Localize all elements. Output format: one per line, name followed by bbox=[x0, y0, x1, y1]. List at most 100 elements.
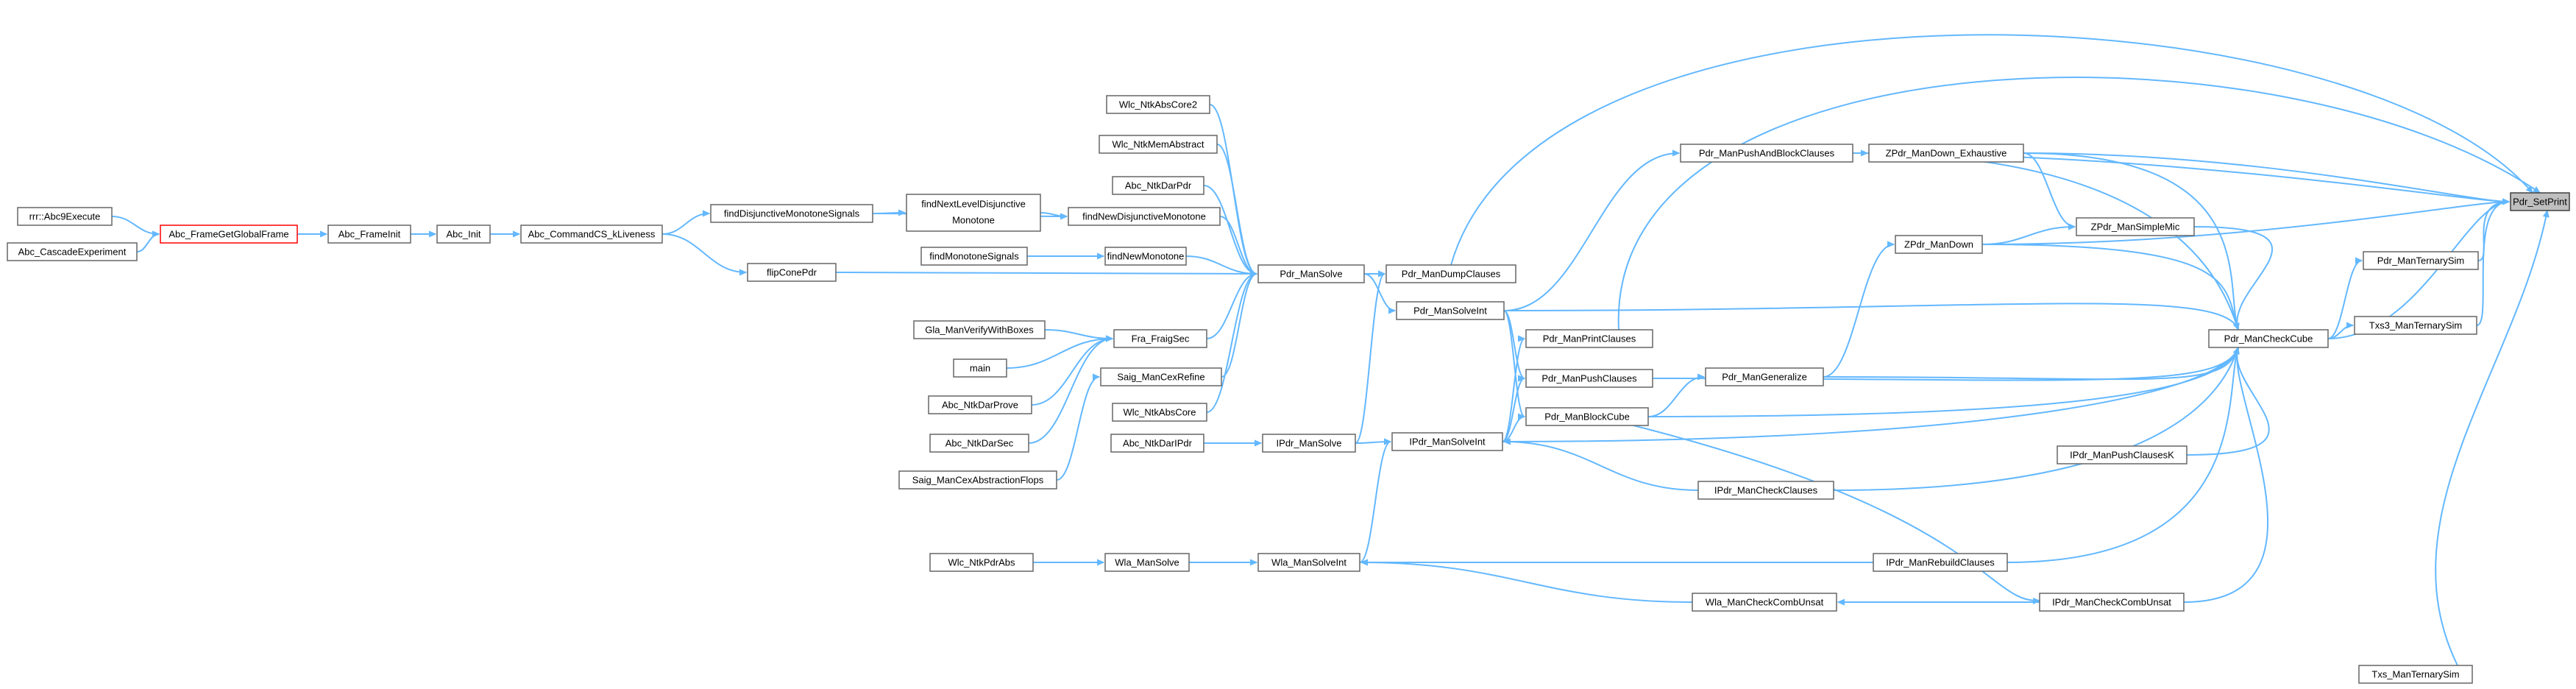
node-box bbox=[1262, 434, 1356, 453]
node-label: Abc_Init bbox=[447, 228, 481, 239]
node-label: Pdr_ManSolve bbox=[1280, 268, 1342, 279]
node-pushblock[interactable]: Pdr_ManPushAndBlockClauses bbox=[1680, 144, 1853, 163]
node-cascade[interactable]: Abc_CascadeExperiment bbox=[7, 242, 138, 261]
node-fraig[interactable]: Fra_FraigSec bbox=[1113, 329, 1207, 348]
edge-blockcube-checkcube bbox=[1647, 347, 2238, 417]
node-wla-int[interactable]: Wla_ManSolveInt bbox=[1257, 553, 1360, 572]
node-ipdr-solveint[interactable]: IPdr_ManSolveInt bbox=[1391, 432, 1503, 451]
node-blockcube[interactable]: Pdr_ManBlockCube bbox=[1525, 407, 1649, 426]
node-box bbox=[929, 553, 1034, 572]
node-label: Fra_FraigSec bbox=[1132, 333, 1190, 344]
node-box bbox=[7, 242, 138, 261]
node-main[interactable]: main bbox=[953, 358, 1007, 378]
node-wlc-core2[interactable]: Wlc_NtkAbsCore2 bbox=[1106, 95, 1210, 114]
node-darsec[interactable]: Abc_NtkDarSec bbox=[929, 434, 1029, 453]
node-rrr[interactable]: rrr::Abc9Execute bbox=[17, 207, 113, 226]
node-getframe[interactable]: Abc_FrameGetGlobalFrame bbox=[160, 225, 298, 244]
node-saig-flops[interactable]: Saig_ManCexAbstractionFlops bbox=[898, 470, 1057, 490]
edge-zdown-setprint bbox=[1981, 202, 2509, 245]
node-box bbox=[1895, 235, 1983, 254]
node-box bbox=[1868, 144, 2024, 163]
node-label: Saig_ManCexRefine bbox=[1117, 371, 1204, 382]
node-abc-darpdr[interactable]: Abc_NtkDarPdr bbox=[1112, 176, 1204, 195]
node-generalize[interactable]: Pdr_ManGeneralize bbox=[1705, 367, 1824, 386]
node-label: Pdr_ManGeneralize bbox=[1722, 371, 1807, 382]
edge-dumpcl-setprint bbox=[1450, 34, 2533, 266]
node-flipcone[interactable]: flipConePdr bbox=[747, 263, 837, 282]
node-printcl[interactable]: Pdr_ManPrintClauses bbox=[1525, 329, 1653, 348]
node-label: Abc_NtkDarIPdr bbox=[1123, 437, 1193, 448]
node-label: Txs_ManTernarySim bbox=[2371, 668, 2459, 679]
node-finddisj[interactable]: findDisjunctiveMonotoneSignals bbox=[710, 204, 873, 223]
node-label: Pdr_ManPrintClauses bbox=[1543, 333, 1636, 344]
edge-generalize-checkcube bbox=[1823, 347, 2238, 381]
edge-cmdcs-finddisj bbox=[661, 213, 709, 235]
node-darlpdr[interactable]: Abc_NtkDarIPdr bbox=[1110, 434, 1204, 453]
node-box bbox=[1697, 481, 1834, 500]
node-label: IPdr_ManPushClausesK bbox=[2070, 449, 2174, 460]
edge-cascade-getframe bbox=[136, 234, 159, 252]
node-ternsim[interactable]: Pdr_ManTernarySim bbox=[2363, 251, 2479, 270]
edge-printcl-setprint bbox=[1617, 77, 2540, 331]
node-label: Abc_CommandCS_kLiveness bbox=[528, 228, 656, 239]
edge-zdown_exh-checkcube bbox=[2023, 152, 2238, 330]
node-dumpcl[interactable]: Pdr_ManDumpClauses bbox=[1385, 264, 1516, 283]
node-pushcl[interactable]: Pdr_ManPushClauses bbox=[1525, 369, 1653, 388]
node-wla-comb[interactable]: Wla_ManCheckCombUnsat bbox=[1692, 593, 1837, 612]
node-box bbox=[1099, 135, 1218, 154]
node-box bbox=[1385, 264, 1516, 283]
node-box bbox=[906, 194, 1041, 232]
node-frameinit[interactable]: Abc_FrameInit bbox=[327, 225, 411, 244]
node-box bbox=[1525, 369, 1653, 388]
node-pdr-solve[interactable]: Pdr_ManSolve bbox=[1257, 264, 1365, 283]
node-box bbox=[2208, 329, 2329, 348]
node-wla-solve[interactable]: Wla_ManSolve bbox=[1104, 553, 1190, 572]
node-label: findNextLevelDisjunctive bbox=[921, 198, 1026, 209]
node-dprove[interactable]: Abc_NtkDarProve bbox=[928, 395, 1032, 414]
edge-ipdr_solveint-checkcube bbox=[1502, 347, 2238, 442]
edge-flipcone-pdr_solve bbox=[835, 272, 1257, 274]
node-label: Abc_NtkDarSec bbox=[945, 437, 1014, 448]
node-txs[interactable]: Txs_ManTernarySim bbox=[2358, 665, 2473, 684]
node-solveint[interactable]: Pdr_ManSolveInt bbox=[1396, 301, 1505, 320]
node-box bbox=[1113, 329, 1207, 348]
node-box bbox=[898, 470, 1057, 490]
node-findnewdisj[interactable]: findNewDisjunctiveMonotone bbox=[1068, 207, 1221, 226]
edge-zdown_exh-setprint bbox=[2023, 152, 2509, 202]
node-ipdr-checkcl[interactable]: IPdr_ManCheckClauses bbox=[1697, 481, 1834, 500]
node-label: Wla_ManCheckCombUnsat bbox=[1706, 596, 1824, 607]
node-label: Pdr_ManBlockCube bbox=[1544, 411, 1630, 422]
node-label: Saig_ManCexAbstractionFlops bbox=[912, 474, 1044, 485]
node-checkcube[interactable]: Pdr_ManCheckCube bbox=[2208, 329, 2329, 348]
node-box bbox=[1112, 403, 1207, 422]
edge-zdown-zmic bbox=[1981, 227, 2075, 245]
node-wlc-core[interactable]: Wlc_NtkAbsCore bbox=[1112, 403, 1207, 422]
node-ipdr-comb[interactable]: IPdr_ManCheckCombUnsat bbox=[2039, 593, 2185, 612]
node-box bbox=[1257, 553, 1360, 572]
node-wlc-mem[interactable]: Wlc_NtkMemAbstract bbox=[1099, 135, 1218, 154]
node-cmdcs[interactable]: Abc_CommandCS_kLiveness bbox=[520, 225, 663, 244]
node-box bbox=[929, 434, 1029, 453]
node-ipdr-solve[interactable]: IPdr_ManSolve bbox=[1262, 434, 1356, 453]
node-zmic[interactable]: ZPdr_ManSimpleMic bbox=[2076, 217, 2195, 236]
edge-checkcube-ternsim bbox=[2327, 261, 2362, 339]
node-abcinit[interactable]: Abc_Init bbox=[436, 225, 491, 244]
node-gla[interactable]: Gla_ManVerifyWithBoxes bbox=[913, 320, 1046, 339]
node-box bbox=[17, 207, 113, 226]
node-zdown-exh[interactable]: ZPdr_ManDown_Exhaustive bbox=[1868, 144, 2024, 163]
node-txs3[interactable]: Txs3_ManTernarySim bbox=[2354, 316, 2477, 335]
node-zdown[interactable]: ZPdr_ManDown bbox=[1895, 235, 1983, 254]
node-label: Abc_FrameGetGlobalFrame bbox=[168, 228, 288, 239]
node-findmono[interactable]: findMonotoneSignals bbox=[920, 247, 1028, 266]
node-wlc-pdrabs[interactable]: Wlc_NtkPdrAbs bbox=[929, 553, 1034, 572]
node-findnewmono[interactable]: findNewMonotone bbox=[1104, 247, 1187, 266]
node-label: ZPdr_ManDown bbox=[1904, 239, 1973, 250]
node-setprint[interactable]: Pdr_SetPrint bbox=[2510, 192, 2570, 211]
node-saig-ref[interactable]: Saig_ManCexRefine bbox=[1100, 367, 1222, 386]
node-ipdr-pushk[interactable]: IPdr_ManPushClausesK bbox=[2057, 445, 2188, 464]
edge-wla_comb-wla_int bbox=[1361, 562, 1693, 603]
node-ipdr-rebuild[interactable]: IPdr_ManRebuildClauses bbox=[1873, 553, 2008, 572]
node-label: Wlc_NtkPdrAbs bbox=[948, 556, 1015, 568]
